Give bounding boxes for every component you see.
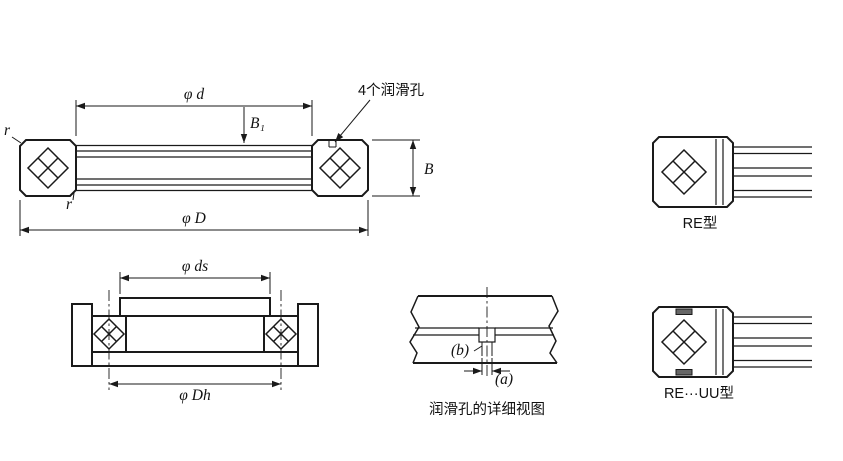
mount-roller-right <box>264 317 298 351</box>
label-lube-holes: 4个润滑孔 <box>358 82 425 99</box>
bearing-section-right <box>263 315 299 353</box>
mount-roller-left <box>92 317 126 351</box>
label-b: B <box>424 161 434 178</box>
main-cross-section-view: φ d B₁ 4个润滑孔 r r B <box>4 82 434 236</box>
ring-section-left <box>19 139 77 197</box>
label-r-top: r <box>4 122 11 139</box>
lube-holes-callout: 4个润滑孔 <box>334 82 425 143</box>
housing-base-plate <box>91 351 299 367</box>
mounting-view: φ ds φ Dh <box>71 258 319 404</box>
label-phi-dh: φ Dh <box>179 387 211 404</box>
dimension-phi-dh: φ Dh <box>109 380 281 404</box>
re-ring-section <box>652 136 734 208</box>
detail-bore-lines <box>413 327 554 336</box>
dimension-phi-D: φ D <box>19 200 369 236</box>
detail-break-line-left <box>409 295 420 364</box>
re-ring-split-lines <box>715 139 724 205</box>
shaft-flange-plate <box>119 297 271 317</box>
detail-label-a: (a) <box>495 371 513 388</box>
re-type-view: RE型 <box>652 136 812 232</box>
crossed-roller-left <box>26 146 70 190</box>
dimension-a: (a) <box>464 358 513 388</box>
ring-surface-lines <box>76 144 312 192</box>
callout-b: (b) <box>451 342 483 359</box>
housing-wall-left <box>71 303 93 367</box>
re-uu-crossed-roller <box>660 318 708 366</box>
dimension-b1: B₁ <box>240 107 265 143</box>
label-phi-ds: φ ds <box>182 258 208 275</box>
detail-break-line-right <box>548 295 559 364</box>
dimension-b: B <box>372 139 434 197</box>
re-uu-type-label: RE···UU型 <box>664 385 734 402</box>
label-phi-D: φ D <box>182 210 206 227</box>
re-uu-seals <box>675 308 693 376</box>
label-b1: B₁ <box>250 115 265 132</box>
dimension-r-bottom: r <box>66 192 75 213</box>
lube-hole-mark <box>328 140 337 148</box>
re-uu-ring-section <box>652 306 734 378</box>
dimension-phi-ds: φ ds <box>119 258 271 294</box>
re-uu-bore-lines <box>733 316 812 368</box>
label-phi-d: φ d <box>184 86 204 103</box>
lube-hole <box>478 327 496 343</box>
lube-hole-hidden-lines <box>481 342 493 356</box>
bearing-section-left <box>91 315 127 353</box>
housing-wall-right <box>297 303 319 367</box>
re-uu-ring-split-lines <box>715 309 724 375</box>
detail-view-caption: 润滑孔的详细视图 <box>429 401 545 418</box>
re-crossed-roller <box>660 148 708 196</box>
detail-label-b: (b) <box>451 342 469 359</box>
re-bore-lines <box>733 146 812 198</box>
dimension-phi-d: φ d <box>75 86 313 136</box>
re-uu-type-view: RE···UU型 <box>652 306 812 402</box>
crossed-roller-right <box>318 146 362 190</box>
lube-hole-detail-view: (b) (a) 润滑孔的详细视图 <box>409 287 559 418</box>
re-type-label: RE型 <box>683 215 718 232</box>
dimension-r-top: r <box>4 122 22 144</box>
ring-section-right <box>311 139 369 197</box>
label-r-bottom: r <box>66 196 73 213</box>
